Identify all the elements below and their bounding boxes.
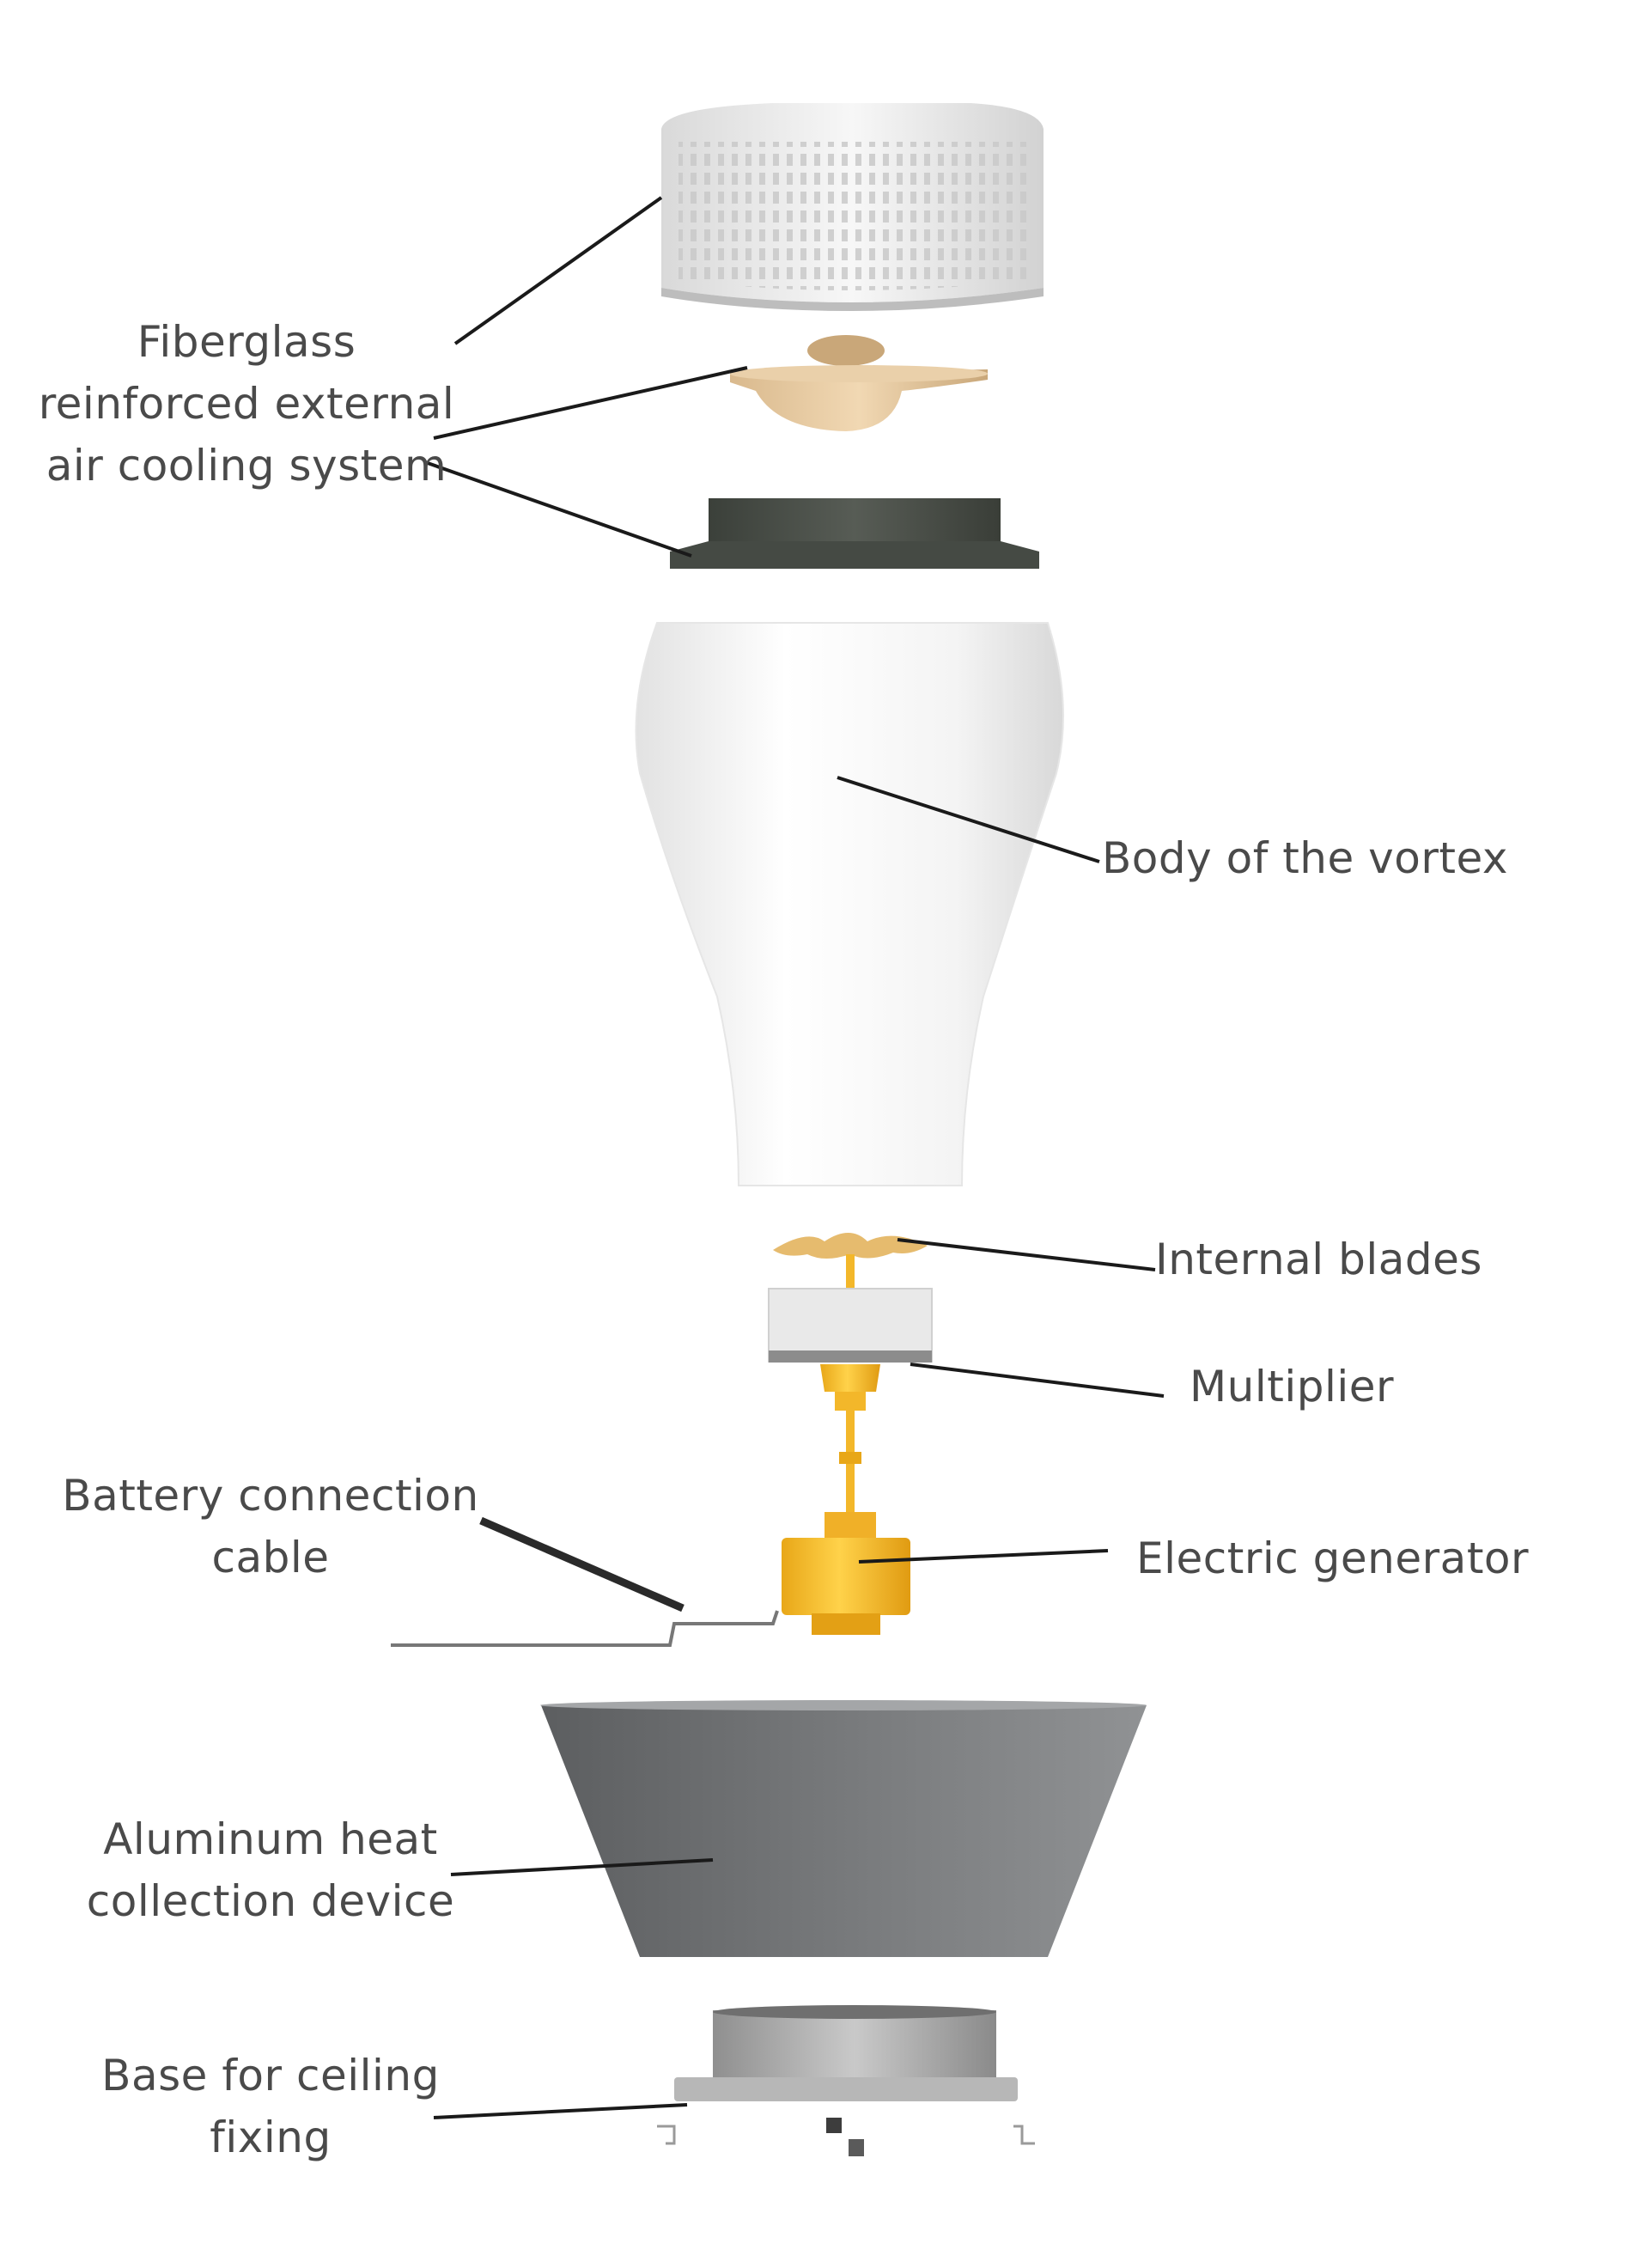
aluminum-heat-collector: [540, 1700, 1147, 1957]
electric-generator: [782, 1411, 910, 1635]
leader-generator: [858, 1549, 1109, 1564]
vortex-body: [635, 622, 1064, 1186]
leader-base: [433, 2103, 688, 2119]
leader-cooling-cap: [453, 196, 663, 345]
label-heat-line-2: collection device: [86, 1876, 455, 1926]
label-cooling-line-1: Fiberglass: [137, 317, 356, 367]
leader-cable: [479, 1516, 685, 1613]
leader-blades: [897, 1238, 1156, 1271]
label-cooling-line-3: air cooling system: [46, 441, 447, 491]
label-internal-blades: Internal blades: [1155, 1235, 1482, 1284]
label-base-line-1: Base for ceiling: [101, 2051, 440, 2100]
label-cable-line-2: cable: [211, 1533, 330, 1582]
leader-multiplier: [910, 1363, 1165, 1398]
label-cooling-system: Fiberglass reinforced external air cooli…: [39, 311, 455, 497]
label-body-vortex: Body of the vortex: [1102, 833, 1508, 883]
battery-cable: [391, 1610, 779, 1647]
label-multiplier: Multiplier: [1190, 1362, 1395, 1411]
leader-lines: [424, 196, 1165, 2119]
label-heat-line-1: Aluminum heat: [103, 1814, 438, 1864]
label-cable-line-1: Battery connection: [62, 1471, 479, 1521]
label-electric-generator: Electric generator: [1136, 1533, 1530, 1583]
leader-cooling-disc: [433, 366, 748, 440]
leader-heat: [450, 1858, 714, 1876]
label-heat-collector: Aluminum heat collection device: [87, 1808, 455, 1932]
ceiling-base: [657, 2005, 1035, 2156]
leader-cooling-ring: [424, 460, 692, 558]
beige-disc: [730, 335, 988, 431]
label-ceiling-base: Base for ceiling fixing: [101, 2045, 440, 2168]
label-cooling-line-2: reinforced external: [38, 379, 455, 429]
label-base-line-2: fixing: [210, 2113, 332, 2162]
label-battery-cable: Battery connection cable: [62, 1465, 478, 1588]
internal-blades: [773, 1233, 928, 1293]
multiplier-block: [768, 1288, 933, 1411]
leader-body: [837, 776, 1100, 863]
perforated-cap: [661, 103, 1044, 311]
dark-ring: [670, 498, 1039, 569]
